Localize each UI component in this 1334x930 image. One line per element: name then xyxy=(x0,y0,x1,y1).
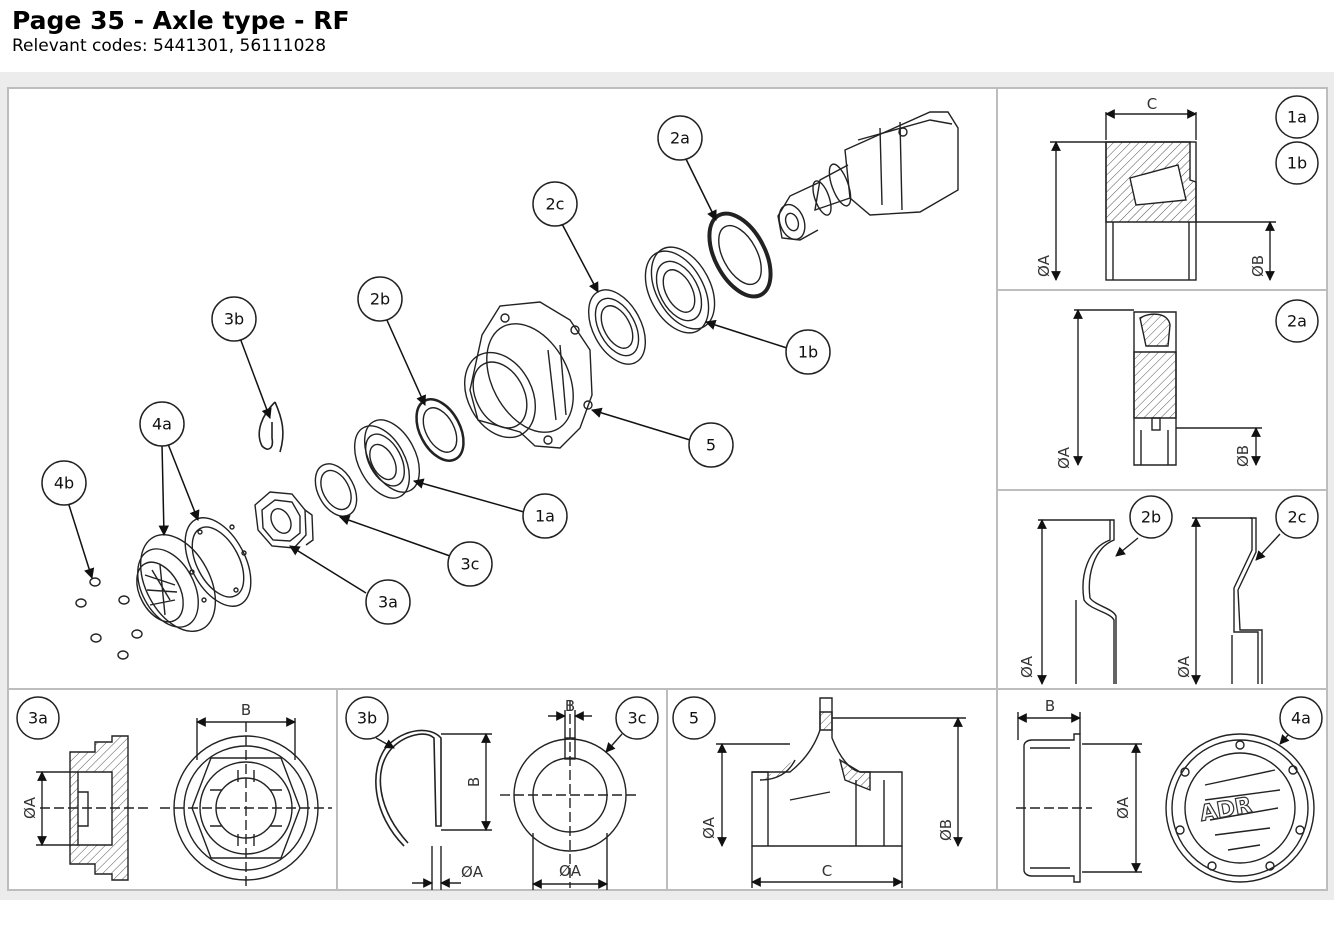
panel-tag-3b xyxy=(345,696,389,740)
leader-lines xyxy=(67,154,788,594)
callout-3b-label: 3b xyxy=(224,310,244,329)
panel-3bc-tag1: 3b xyxy=(357,709,377,728)
gasket-4a xyxy=(184,517,252,607)
panel-4a-hub-cap xyxy=(1016,712,1315,883)
callout-4b xyxy=(41,460,87,506)
panel-4a-tag: 4a xyxy=(1291,709,1311,728)
hub-cap-4a xyxy=(136,533,217,633)
adr-logo: ADR xyxy=(1198,793,1254,827)
p3a-dim-b: B xyxy=(241,701,251,719)
panel-tag-2b xyxy=(1129,495,1173,539)
callout-1a xyxy=(522,493,568,539)
seal-2c xyxy=(587,289,647,365)
panel-grid xyxy=(8,88,1327,890)
panel-5-tag: 5 xyxy=(689,709,699,728)
hub-5 xyxy=(464,301,593,449)
p3bc-dim-a1: ØA xyxy=(461,863,484,881)
panel-tag-1a xyxy=(1275,95,1319,139)
callout-1a-label: 1a xyxy=(535,507,555,526)
panel-3bc-tag2: 3c xyxy=(628,709,647,728)
p5-dim-b: ØB xyxy=(937,819,955,841)
seal-2a xyxy=(707,211,773,299)
p4a-dim-a: ØA xyxy=(1114,796,1132,819)
callout-5 xyxy=(688,422,734,468)
p2bc-dim-a1: ØA xyxy=(1018,655,1036,678)
callout-2b xyxy=(357,276,403,322)
panel-tag-4a xyxy=(1279,696,1323,740)
parts-diagram: 2a 2c 1b 5 2b 3b 1a 3c 3a 4a 4b 1a 1b 2a… xyxy=(8,88,1327,890)
p5-dim-a: ØA xyxy=(700,816,718,839)
panel-2a-tag: 2a xyxy=(1287,312,1307,331)
screws-4b xyxy=(75,577,143,660)
ring-3c xyxy=(314,463,358,517)
page-title: Page 35 - Axle type - RF xyxy=(12,6,350,35)
panel-tag-2a xyxy=(1275,299,1319,343)
panel-tag-5 xyxy=(672,696,716,740)
callout-3b xyxy=(211,296,257,342)
p5-dim-c: C xyxy=(822,862,832,880)
panel-3b-3c xyxy=(375,700,640,890)
nut-3a xyxy=(254,491,314,549)
callout-3a xyxy=(365,579,411,625)
callout-3c-label: 3c xyxy=(461,555,480,574)
panel-5-hub-section xyxy=(716,697,966,888)
p1-dim-c: C xyxy=(1147,95,1157,113)
panel-tag-1b xyxy=(1275,141,1319,185)
callout-5-label: 5 xyxy=(706,436,716,455)
callout-1b-label: 1b xyxy=(798,343,818,362)
callout-3c xyxy=(447,541,493,587)
callout-3a-label: 3a xyxy=(378,593,398,612)
p4a-dim-b: B xyxy=(1045,697,1055,715)
page-header: Page 35 - Axle type - RF Relevant codes:… xyxy=(12,6,350,56)
p3a-dim-a: ØA xyxy=(21,796,39,819)
panel-1-tag2: 1b xyxy=(1287,154,1307,173)
panel-tag-2c xyxy=(1275,495,1319,539)
clip-3b xyxy=(258,401,284,453)
panel-3a-nut xyxy=(36,717,332,890)
callout-4a xyxy=(139,401,185,447)
callout-4b-label: 4b xyxy=(54,474,74,493)
panel-1-tag1: 1a xyxy=(1287,108,1307,127)
callout-2a xyxy=(657,115,703,161)
bearing-1b xyxy=(644,246,716,334)
axle-shaft xyxy=(777,111,959,241)
panel-2b-2c-seal-profiles xyxy=(1037,517,1281,685)
p2a-dim-b: ØB xyxy=(1234,445,1252,467)
relevant-codes: Relevant codes: 5441301, 56111028 xyxy=(12,36,327,56)
panel-tag-3a xyxy=(16,696,60,740)
panel-2bc-tag1: 2b xyxy=(1141,508,1161,527)
p1-dim-b: ØB xyxy=(1249,255,1267,277)
callout-2b-label: 2b xyxy=(370,290,390,309)
p3bc-dim-a2: ØA xyxy=(559,862,582,880)
p3bc-dim-b2: B xyxy=(565,697,575,715)
panel-2bc-tag2: 2c xyxy=(1288,508,1307,527)
bearing-1a xyxy=(353,419,421,499)
panel-tag-3c xyxy=(615,696,659,740)
p2a-dim-a: ØA xyxy=(1055,446,1073,469)
callout-2a-label: 2a xyxy=(670,129,690,148)
callout-2c xyxy=(532,181,578,227)
p3bc-dim-b1: B xyxy=(465,777,483,787)
callout-2c-label: 2c xyxy=(546,195,565,214)
callout-4a-label: 4a xyxy=(152,415,172,434)
p1-dim-a: ØA xyxy=(1035,254,1053,277)
panel-3a-tag: 3a xyxy=(28,709,48,728)
callout-1b xyxy=(785,329,831,375)
panel-1-bearing-section xyxy=(1050,109,1276,281)
p2bc-dim-a2: ØA xyxy=(1175,655,1193,678)
panel-2a-seal-section xyxy=(1073,309,1262,466)
